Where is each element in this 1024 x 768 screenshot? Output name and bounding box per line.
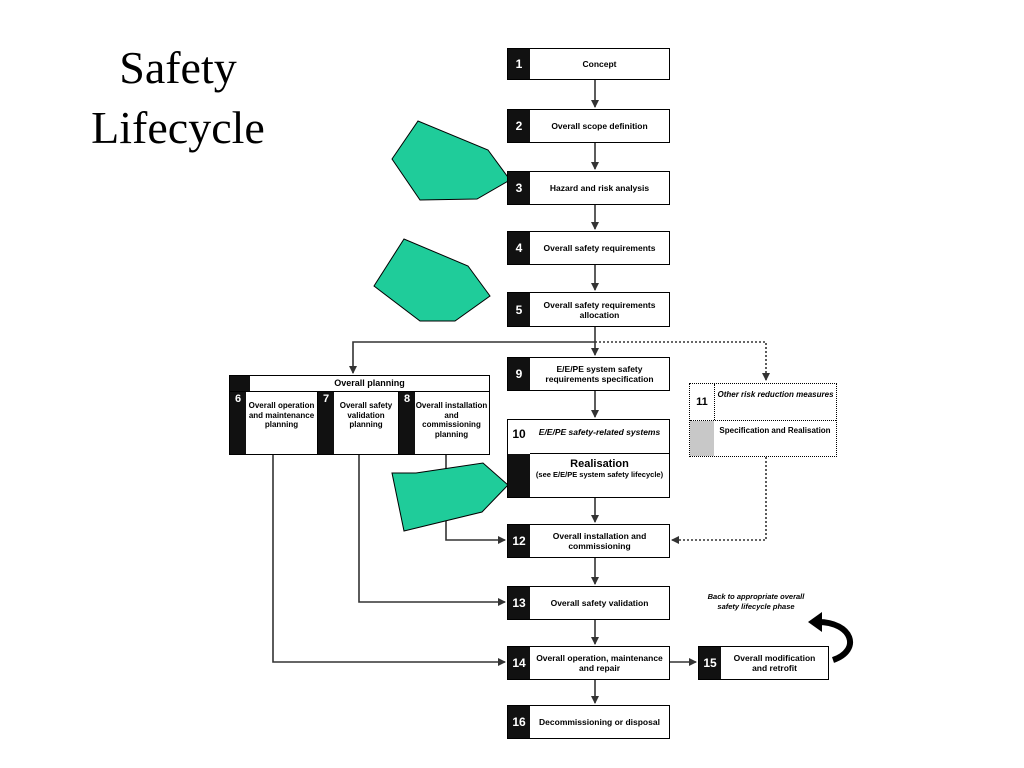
phase-1-box: 1 Concept	[507, 48, 670, 80]
phase-number: 11	[696, 396, 708, 408]
phase-label: Overall safety validation planning	[339, 401, 393, 429]
phase-label: Hazard and risk analysis	[549, 183, 650, 193]
phase-14-box: 14 Overall operation, maintenance and re…	[507, 646, 670, 680]
number-marker	[690, 421, 714, 456]
phase-label: Decommissioning or disposal	[539, 717, 660, 727]
phase-number: 16	[508, 706, 530, 738]
phase-number: 7	[318, 392, 334, 454]
phase-5-box: 5 Overall safety requirements allocation	[507, 292, 670, 327]
phase-10-box: 10 E/E/PE safety-related systems Realisa…	[507, 419, 670, 498]
phase-label: Concept	[582, 59, 617, 69]
phase-11-realisation: Specification and Realisation	[690, 421, 836, 456]
pointer-arrow-3	[391, 462, 509, 532]
phase-11-header: 11 Other risk reduction measures	[690, 384, 836, 421]
phase-9-box: 9 E/E/PE system safety requirements spec…	[507, 357, 670, 391]
overall-planning-header: Overall planning	[230, 376, 489, 392]
phase-12-box: 12 Overall installation and commissionin…	[507, 524, 670, 558]
phase-13-box: 13 Overall safety validation	[507, 586, 670, 620]
phase-11-box: 11 Other risk reduction measures Specifi…	[689, 383, 837, 457]
overall-planning-group: Overall planning 6 Overall operation and…	[229, 375, 490, 455]
title-line-1: Safety	[119, 42, 237, 93]
phase-16-box: 16 Decommissioning or disposal	[507, 705, 670, 739]
title-line-2: Lifecycle	[91, 102, 265, 153]
phase-number: 10	[508, 420, 530, 454]
phase-label: Overall operation and maintenance planni…	[248, 401, 315, 429]
phase-label: Overall scope definition	[551, 121, 648, 131]
phase-8-box: 8 Overall installation and commissioning…	[399, 392, 488, 454]
phase-15-box: 15 Overall modification and retrofit	[698, 646, 829, 680]
phase-number: 9	[508, 358, 530, 390]
phase-number: 2	[508, 110, 530, 142]
phase-6-box: 6 Overall operation and maintenance plan…	[230, 392, 318, 454]
realisation-label: Specification and Realisation	[719, 426, 831, 435]
realisation-label: Realisation	[570, 458, 629, 470]
phase-number: 5	[508, 293, 530, 326]
pointer-arrow-1	[391, 120, 511, 201]
phase-number: 8	[399, 392, 415, 454]
phase-label: Overall modification and retrofit	[733, 653, 816, 673]
header-marker	[230, 376, 250, 391]
realisation-note: (see E/E/PE system safety lifecycle)	[535, 470, 664, 479]
number-marker	[508, 454, 530, 497]
phase-4-box: 4 Overall safety requirements	[507, 231, 670, 265]
back-to-phase-note: Back to appropriate overall safety lifec…	[707, 592, 805, 611]
phase-label: Overall operation, maintenance and repai…	[536, 653, 663, 673]
realisation-section: Realisation (see E/E/PE system safety li…	[530, 454, 669, 497]
phase-number: 12	[508, 525, 530, 557]
phase-label: Other risk reduction measures	[714, 384, 836, 420]
phase-number: 13	[508, 587, 530, 619]
phase-number: 15	[699, 647, 721, 679]
phase-label: E/E/PE system safety requirements specif…	[545, 364, 654, 384]
phase-number: 4	[508, 232, 530, 264]
phase-number: 3	[508, 172, 530, 204]
overall-planning-title: Overall planning	[334, 378, 405, 388]
phase-label: Overall safety requirements allocation	[543, 299, 656, 320]
phase-2-box: 2 Overall scope definition	[507, 109, 670, 143]
phase-7-box: 7 Overall safety validation planning	[318, 392, 399, 454]
slide-title: Safety Lifecycle	[56, 38, 300, 158]
phase-number: 14	[508, 647, 530, 679]
phase-label: Overall installation and commissioning	[552, 531, 647, 551]
phase-number: 6	[230, 392, 246, 454]
phase-number: 1	[508, 49, 530, 79]
pointer-arrow-2	[373, 238, 491, 322]
phase-label: Overall safety validation	[550, 598, 649, 608]
phase-label: E/E/PE safety-related systems	[530, 420, 669, 454]
phase-label: Overall installation and commissioning p…	[415, 401, 488, 439]
phase-label: Overall safety requirements	[543, 243, 656, 253]
phase-3-box: 3 Hazard and risk analysis	[507, 171, 670, 205]
